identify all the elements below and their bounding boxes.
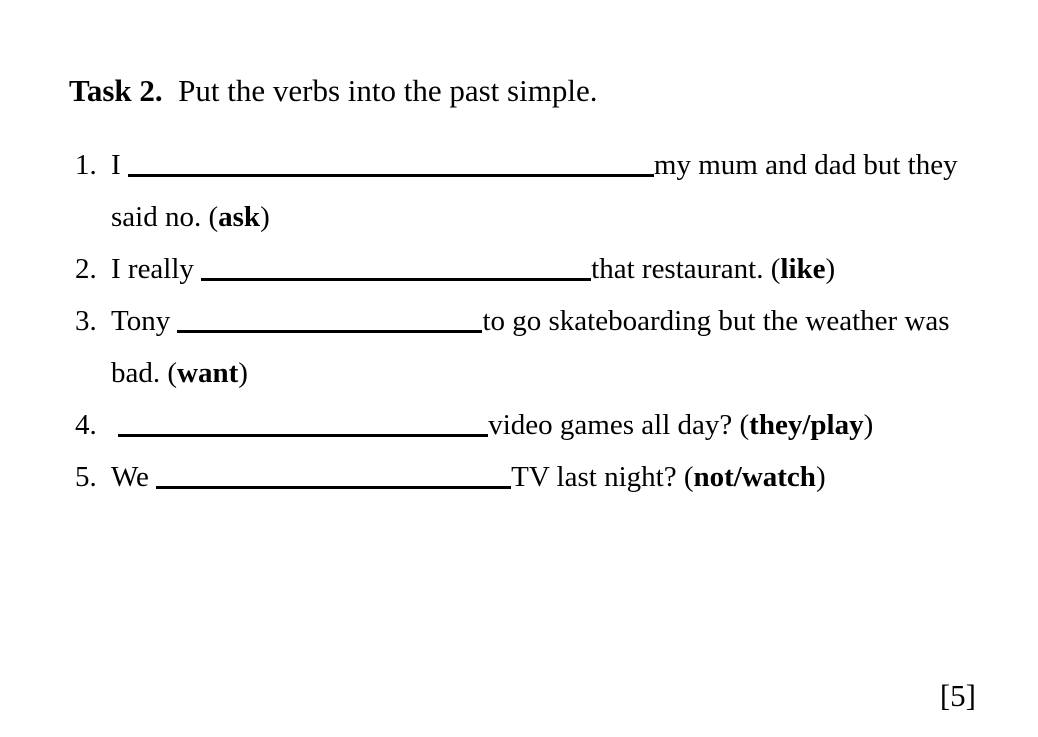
question-number: 1. [75, 149, 97, 181]
question-item: 5. We TV last night? (not/watch) [75, 451, 975, 503]
question-text-before-blank: Tony [111, 305, 178, 337]
cue-close-paren: ) [863, 409, 874, 441]
question-body: Tony to go skateboarding but the weather… [111, 305, 957, 389]
cue-verb: ask [218, 201, 261, 233]
cue-verb: want [177, 357, 239, 389]
cue-open-paren: ( [739, 409, 750, 441]
question-item: 4. video games all day? (they/play) [75, 399, 975, 451]
cue-close-paren: ) [825, 253, 836, 285]
question-number: 4. [75, 409, 97, 441]
cue-close-paren: ) [238, 357, 248, 389]
question-text-before-blank: We [111, 461, 157, 493]
question-number: 5. [75, 461, 97, 493]
question-number: 3. [75, 305, 97, 337]
verb-cue: (they/play) [740, 409, 874, 441]
question-text-after-blank: video games all day? [488, 409, 740, 441]
question-text-after-blank: my mum and dad but they said no. [111, 149, 965, 233]
task-instruction-text: Put the verbs into the past simple. [178, 73, 598, 108]
cue-verb: not/watch [693, 461, 816, 493]
cue-close-paren: ) [815, 461, 826, 493]
question-text-before-blank [111, 409, 118, 441]
task-number-label: Task 2. [69, 73, 163, 108]
question-text-after-blank: TV last night? [511, 461, 684, 493]
question-list: 1. I my mum and dad but they said no. (a… [75, 139, 975, 503]
verb-cue: (like) [771, 253, 835, 285]
question-body: We TV last night? (not/watch) [111, 461, 826, 493]
answer-blank[interactable] [177, 306, 483, 333]
question-body: I really that restaurant. (like) [111, 253, 835, 285]
question-item: 1. I my mum and dad but they said no. (a… [75, 139, 975, 243]
question-body: I my mum and dad but they said no. (ask) [111, 149, 965, 233]
question-text-before-blank: I [111, 149, 128, 181]
marks-allocation: [5] [939, 678, 976, 713]
answer-blank[interactable] [127, 150, 654, 177]
heading-spacer [163, 73, 179, 108]
cue-open-paren: ( [683, 461, 694, 493]
cue-open-paren: ( [167, 357, 178, 389]
cue-open-paren: ( [770, 253, 781, 285]
verb-cue: (want) [167, 357, 248, 389]
cue-close-paren: ) [260, 201, 270, 233]
answer-blank[interactable] [201, 254, 592, 281]
question-number: 2. [75, 253, 97, 285]
verb-cue: (not/watch) [684, 461, 826, 493]
question-text-after-blank: that restaurant. [591, 253, 771, 285]
question-item: 3. Tony to go skateboarding but the weat… [75, 295, 975, 399]
question-body: video games all day? (they/play) [111, 409, 873, 441]
cue-verb: they/play [749, 409, 864, 441]
verb-cue: (ask) [208, 201, 269, 233]
answer-blank[interactable] [118, 410, 489, 437]
question-text-after-blank: to go skateboarding but the weather was … [111, 305, 957, 389]
cue-verb: like [780, 253, 826, 285]
question-text-before-blank: I really [111, 253, 202, 285]
cue-open-paren: ( [208, 201, 219, 233]
question-item: 2. I really that restaurant. (like) [75, 243, 975, 295]
task-heading: Task 2. Put the verbs into the past simp… [38, 31, 597, 151]
answer-blank[interactable] [156, 462, 512, 489]
